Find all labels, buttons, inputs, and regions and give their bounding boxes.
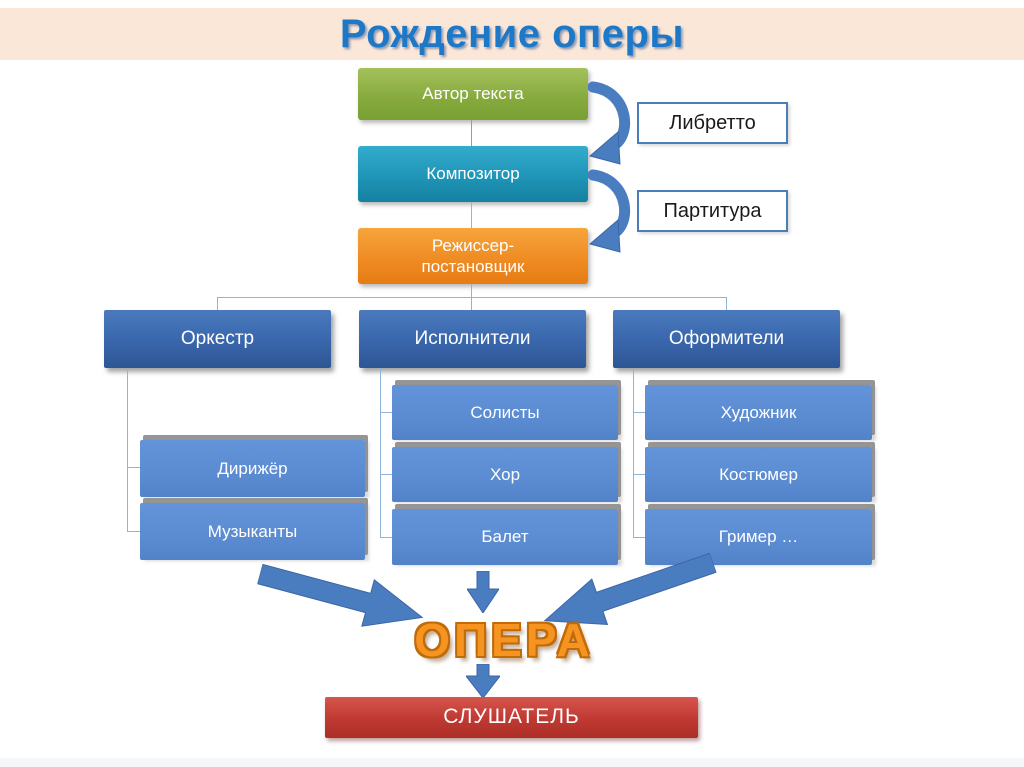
connector-line xyxy=(217,297,727,298)
connector-line xyxy=(633,537,645,538)
director-box: Режиссер- постановщик xyxy=(358,228,588,284)
connector-line xyxy=(127,531,140,532)
connector-line xyxy=(217,297,218,310)
libretto-label: Либретто xyxy=(637,102,788,144)
arrow-opera-to-listener-icon xyxy=(466,664,500,698)
ballet-box: Балет xyxy=(392,509,618,565)
curved-arrow-score xyxy=(587,168,634,261)
arrow-center-to-opera-icon xyxy=(467,571,499,613)
opera-wordart: ОПЕРА xyxy=(414,614,594,666)
connector-line xyxy=(380,412,392,413)
connector-line xyxy=(380,474,392,475)
choir-box: Хор xyxy=(392,447,618,502)
connector-line xyxy=(471,284,472,297)
connector-line xyxy=(633,412,645,413)
conductor-box: Дирижёр xyxy=(140,440,365,497)
connector-line xyxy=(633,368,634,537)
arrow-left-to-opera-icon xyxy=(253,549,431,643)
connector-line xyxy=(127,467,140,468)
curved-arrow-libretto xyxy=(587,80,634,173)
connector-line xyxy=(633,474,645,475)
connector-composer-director xyxy=(471,202,472,228)
connector-line xyxy=(127,368,128,531)
score-label: Партитура xyxy=(637,190,788,232)
soloists-box: Солисты xyxy=(392,385,618,440)
listener-box: СЛУШАТЕЛЬ xyxy=(325,697,698,738)
costumer-box: Костюмер xyxy=(645,447,872,502)
artist-box: Художник xyxy=(645,385,872,440)
composer-box: Композитор xyxy=(358,146,588,202)
connector-author-composer xyxy=(471,120,472,146)
connector-line xyxy=(471,297,472,310)
connector-line xyxy=(380,537,392,538)
page-title: Рождение оперы xyxy=(339,11,685,56)
makeup-box: Гример … xyxy=(645,509,872,565)
group-orchestra-box: Оркестр xyxy=(104,310,331,368)
group-designers-box: Оформители xyxy=(613,310,840,368)
author-box: Автор текста xyxy=(358,68,588,120)
musicians-box: Музыканты xyxy=(140,503,365,560)
group-performers-box: Исполнители xyxy=(359,310,586,368)
connector-line xyxy=(726,297,727,310)
connector-line xyxy=(380,368,381,537)
arrow-right-to-opera-icon xyxy=(534,538,721,646)
title-band: Рождение оперы xyxy=(0,8,1024,60)
bottom-strip xyxy=(0,758,1024,767)
